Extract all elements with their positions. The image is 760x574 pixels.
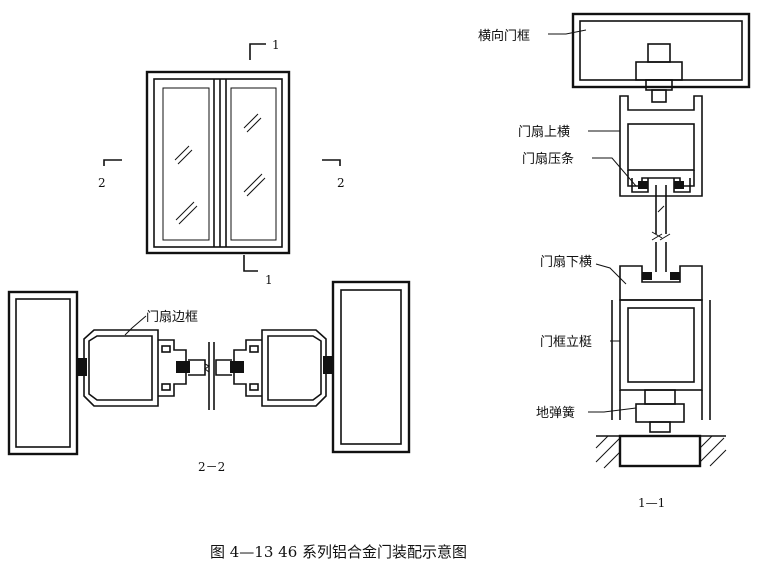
right-side-frame	[331, 280, 411, 454]
frame-jamb	[611, 299, 711, 420]
section-mark-1-bottom: 1	[243, 255, 273, 287]
label-sash-bottom-rail: 门扇下横	[540, 254, 592, 270]
section-1-1: 横向门框 门扇上横 门扇压条 门扇下横 门框立梃 地弹簧 1—1	[478, 12, 751, 510]
label-floor-spring: 地弹簧	[536, 405, 575, 421]
label-glazing-bead: 门扇压条	[522, 151, 574, 167]
left-sash-stile	[78, 329, 206, 407]
left-side-frame	[7, 290, 79, 456]
floor-spring	[618, 389, 702, 468]
section-1-bottom-label: 1	[265, 273, 273, 287]
section-2-2: 门扇边框 2－2	[7, 280, 411, 474]
section-mark-1-top: 1	[249, 38, 280, 60]
door-elevation: 1 1 2 2	[98, 38, 345, 287]
figure-caption: 图 4—13 46 系列铝合金门装配示意图	[210, 543, 467, 561]
section-1-1-label: 1—1	[638, 496, 665, 510]
section-1-top-label: 1	[272, 38, 280, 52]
label-frame-head: 横向门框	[478, 28, 530, 44]
glass-reflection-marks	[174, 113, 266, 225]
head-frame	[571, 12, 751, 89]
label-sash-stile: 门扇边框	[146, 309, 198, 325]
section-2-left-label: 2	[98, 176, 106, 190]
bottom-rail	[619, 265, 703, 301]
section-2-2-label: 2－2	[198, 460, 225, 474]
label-frame-jamb: 门框立梃	[540, 335, 592, 350]
section-2-right-label: 2	[337, 176, 345, 190]
floor-hatching	[595, 435, 727, 469]
top-rail	[619, 95, 703, 197]
section-mark-2-right: 2	[322, 159, 345, 190]
section-mark-2-left: 2	[98, 159, 122, 190]
right-sash-stile	[215, 329, 332, 407]
label-sash-top-rail: 门扇上横	[518, 124, 570, 140]
glass-pane-section	[651, 185, 671, 272]
